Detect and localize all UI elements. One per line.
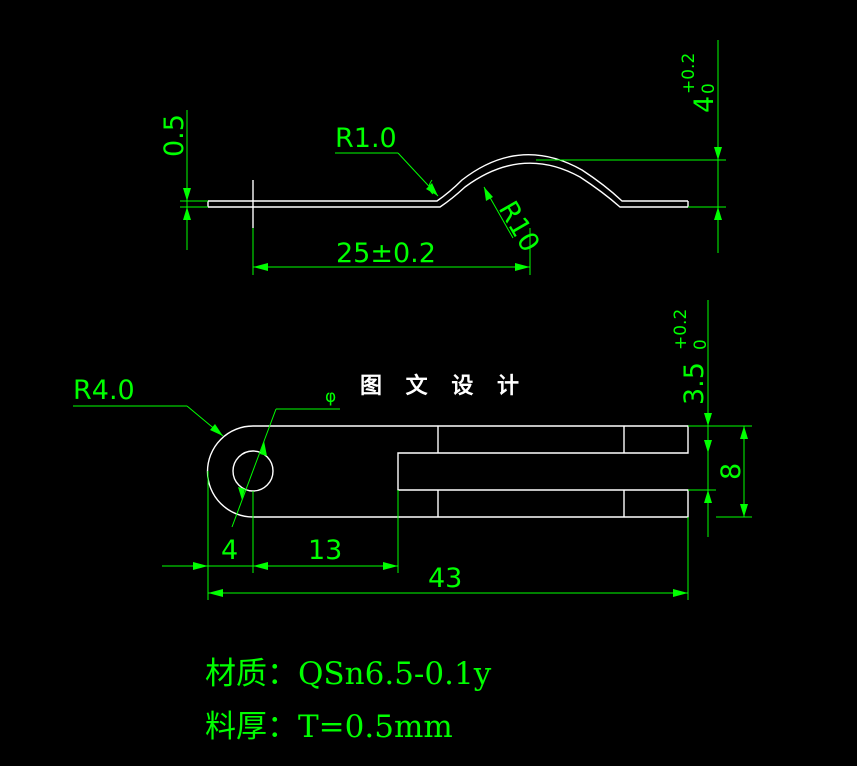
- dim-overall-length: 43: [208, 517, 689, 600]
- slot-width-tol-lower: 0: [691, 339, 711, 350]
- side-view: 0.5 R1.0 R10 25±0.2: [159, 40, 726, 275]
- dim-13-label: 13: [308, 535, 342, 566]
- top-view-outline: [206, 425, 689, 518]
- height-label: 4: [689, 96, 720, 113]
- hole-symbol: φ: [325, 387, 336, 407]
- dim-height: 4 +0.2 0: [536, 40, 726, 253]
- corner-radius-label: R4.0: [73, 375, 135, 406]
- dim-arc-radius: R10: [483, 186, 545, 258]
- slot-width-label: 3.5: [679, 362, 710, 405]
- length-label: 25±0.2: [336, 238, 436, 269]
- thickness-label: 0.5: [159, 114, 190, 157]
- dim-hole-offsets: 4 13: [162, 471, 399, 600]
- dim-slot-width: 3.5 +0.2 0: [671, 300, 716, 537]
- dim-43-label: 43: [428, 563, 462, 594]
- dim-4-label: 4: [221, 535, 238, 566]
- height-tol-lower: 0: [699, 83, 719, 94]
- slot-width-tol-upper: +0.2: [671, 309, 691, 350]
- thickness-note: 料厚：T=0.5mm: [205, 709, 453, 745]
- top-view: R4.0 φ 3.5 +0.2 0: [73, 300, 752, 600]
- dim-width: 8: [716, 425, 752, 518]
- dim-bend-radius: R1.0: [335, 123, 439, 197]
- dim-thickness: 0.5: [159, 110, 208, 250]
- dim-hole-diameter: φ: [231, 387, 340, 528]
- height-tol-upper: +0.2: [679, 53, 699, 94]
- dim-length: 25±0.2: [252, 228, 531, 275]
- drawing-title: 图 文 设 计: [360, 373, 527, 399]
- dim-corner-radius: R4.0: [73, 375, 224, 437]
- bend-radius-label: R1.0: [335, 123, 397, 154]
- side-view-outline-top: [208, 154, 688, 202]
- side-view-outline-bottom: [208, 162, 688, 208]
- material-note: 材质：QSn6.5-0.1y: [205, 656, 492, 692]
- arc-radius-label: R10: [492, 196, 545, 258]
- width-label: 8: [716, 463, 747, 480]
